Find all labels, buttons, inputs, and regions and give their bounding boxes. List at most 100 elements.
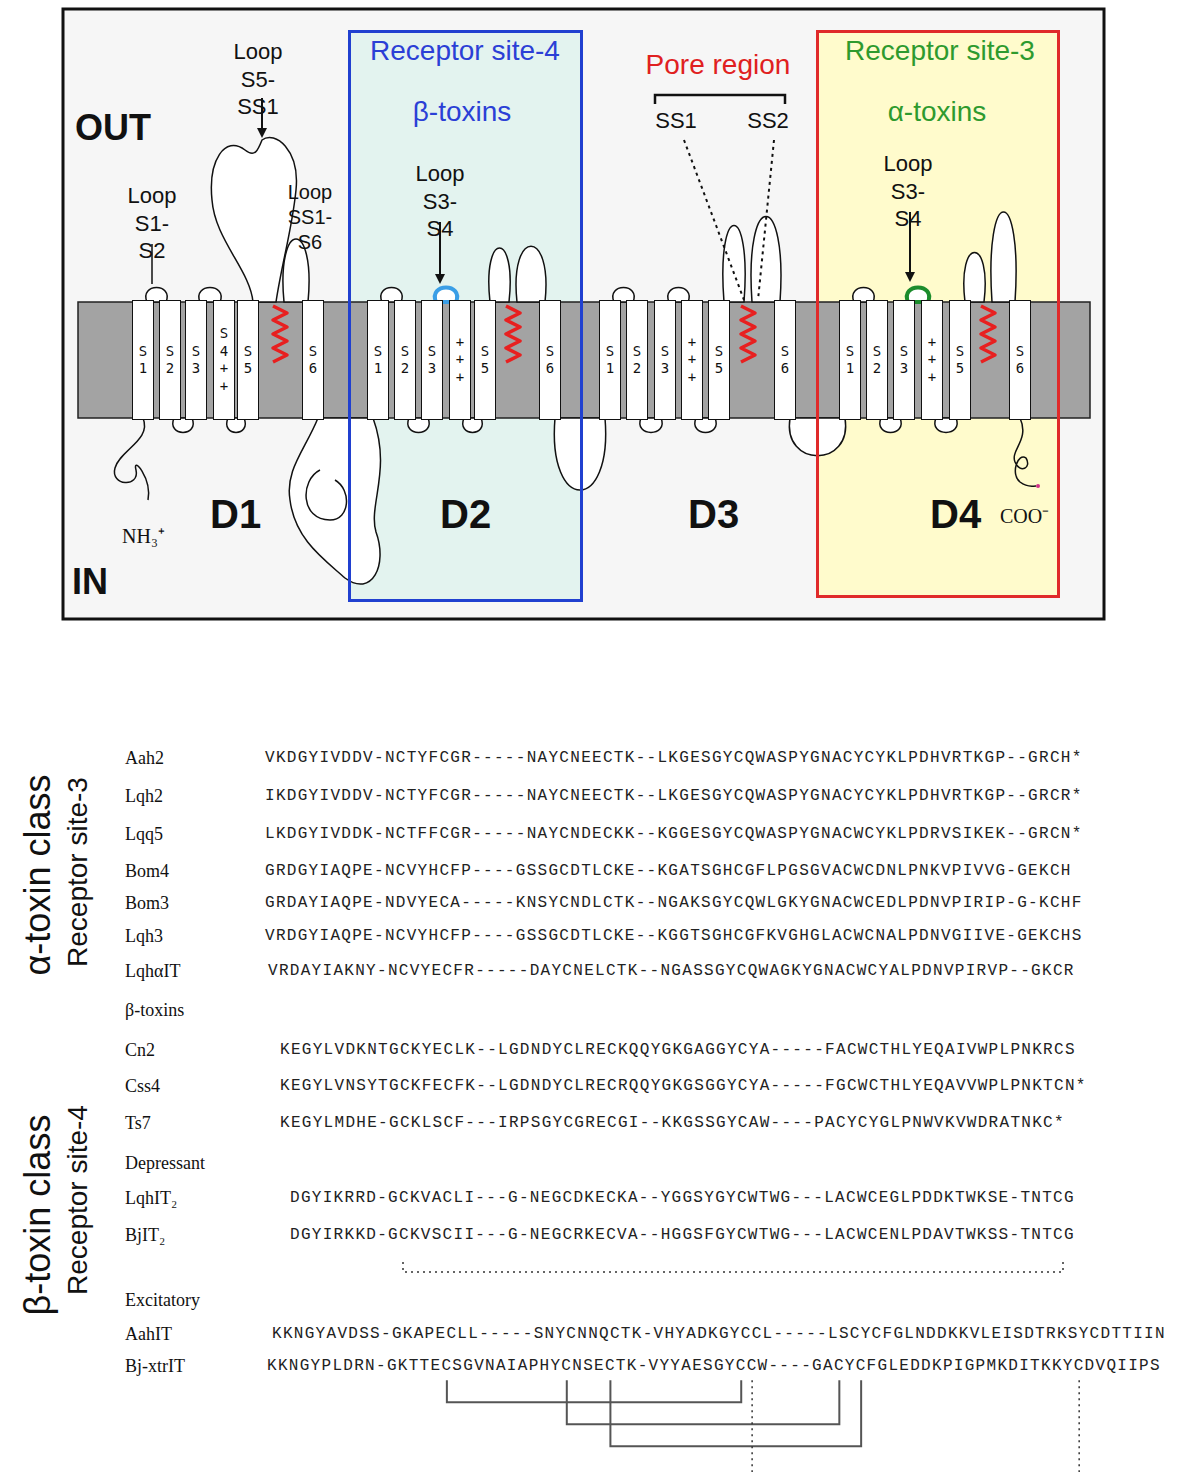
class-label: Receptor site-3 [61,777,95,967]
text-label: LqhαIT [125,961,180,983]
segment-label: S3 [425,343,439,378]
pore-zigzag [981,306,995,362]
dotted-bracket [403,1262,1063,1272]
text-label: OUT [75,106,151,149]
class-label: α-toxin class [16,775,59,976]
loop [408,418,429,432]
transmembrane-segment: S5 [949,300,971,420]
transmembrane-segment: S3 [185,300,207,420]
text-label: Excitatory [125,1290,200,1312]
segment-label: +++ [925,334,939,387]
dotted-bridge [751,1380,753,1472]
intracellular-loop [554,418,605,490]
loop [516,246,546,302]
segment-label: +++ [685,334,699,387]
c-terminus-dot [1036,484,1040,488]
loop [173,418,193,432]
text-label: Cn2 [125,1040,155,1062]
pore-zigzag [506,306,520,362]
loop-label: Loop S3-S4 [884,150,933,233]
segment-label: S1 [371,343,385,378]
region-heading: Receptor site-3 [845,34,1035,68]
text-label: Css4 [125,1076,160,1098]
text-label: AahIT [125,1324,172,1346]
text-label: Loop S5-SS1 [234,38,283,121]
segment-label: S5 [712,343,726,378]
transmembrane-segment: S3 [421,300,443,420]
domain-label: D4 [930,490,981,538]
text-label: Bom3 [125,893,169,915]
pore-bracket [655,95,785,104]
transmembrane-segment: S1 [599,300,621,420]
segment-label: S2 [870,343,884,378]
transmembrane-segment: +++ [921,300,943,420]
sequence-row: VRDGYIAQPE-NCVYHCFP----GSSGCDTLCKE--KGGT… [265,927,1083,946]
loop-label: Loop S3-S4 [416,160,465,243]
sequence-row: GRDAYIAQPE-NDVYECA-----KNSYCNDLCTK--NGAK… [265,894,1083,913]
transmembrane-segment: S6 [1009,300,1031,420]
transmembrane-segment: S2 [159,300,181,420]
text-label: Lqh2 [125,786,163,808]
text-label: NH₃⁺ [122,524,165,548]
loop [723,226,745,303]
transmembrane-segment: S6 [539,300,561,420]
site3-fill [816,30,1060,598]
transmembrane-segment: S3 [654,300,676,420]
sequence-row: VRDAYIAKNY-NCVYECFR-----DAYCNELCTK--NGAS… [268,962,1075,981]
segment-label: S6 [306,343,320,378]
text-label: β-toxins [125,1000,184,1022]
loop [227,418,246,432]
loop [640,418,662,432]
intracellular-loop [289,418,380,584]
sequence-row: DGYIKRRD-GCKVACLI---G-NEGCDKECKA--YGGSYG… [290,1189,1075,1208]
loop [751,217,781,303]
transmembrane-segment: S4++ [213,300,235,420]
segment-label: S2 [398,343,412,378]
segment-label: S3 [897,343,911,378]
loop [880,418,901,432]
sequence-row: VKDGYIVDDV-NCTYFCGR-----NAYCNEECTK--LKGE… [265,749,1083,768]
pore-zigzag [741,306,755,362]
transmembrane-segment: S2 [626,300,648,420]
transmembrane-segment: S6 [774,300,796,420]
text-label: Loop SS1-S6 [288,180,333,255]
dotted-bridge [1078,1380,1080,1472]
text-label: Bj-xtrIT [125,1356,185,1378]
region-heading: α-toxins [888,95,987,129]
dotted-leader [758,140,774,300]
segment-label: +++ [453,334,467,387]
segment-label: S3 [189,343,203,378]
segment-label: S6 [1013,343,1027,378]
domain-label: D2 [440,490,491,538]
disulfide-bracket [447,1380,741,1402]
transmembrane-segment: S5 [474,300,496,420]
sequence-row: DGYIRKKD-GCKVSCII---G-NEGCRKECVA--HGGSFG… [290,1226,1075,1245]
transmembrane-segment: S6 [302,300,324,420]
segment-label: S5 [241,343,255,378]
region-heading: β-toxins [413,95,512,129]
text-label: Ts7 [125,1113,151,1135]
transmembrane-segment: S1 [839,300,861,420]
panel-frame [63,9,1104,619]
disulfide-bracket [567,1380,840,1424]
text-label: IN [72,560,108,603]
c-terminus [1014,418,1036,486]
intracellular-curl [306,470,346,520]
text-label: Loop S1-S2 [128,182,177,265]
text-label: Aah2 [125,748,164,770]
segment-label: S5 [478,343,492,378]
text-label: D3 [688,490,739,538]
text-label: BjIT₂ [125,1225,165,1247]
transmembrane-segment: +++ [449,300,471,420]
segment-label: S6 [778,343,792,378]
text-label: COO⁻ [1000,504,1049,528]
disulfide-bracket [610,1380,861,1446]
n-terminus [114,418,148,500]
segment-label: S2 [163,343,177,378]
class-label: β-toxin class [16,1115,59,1316]
sequence-row: KEGYLMDHE-GCKLSCF---IRPSGYCGRECGI--KKGSS… [280,1114,1065,1133]
text-label: Lqq5 [125,824,163,846]
